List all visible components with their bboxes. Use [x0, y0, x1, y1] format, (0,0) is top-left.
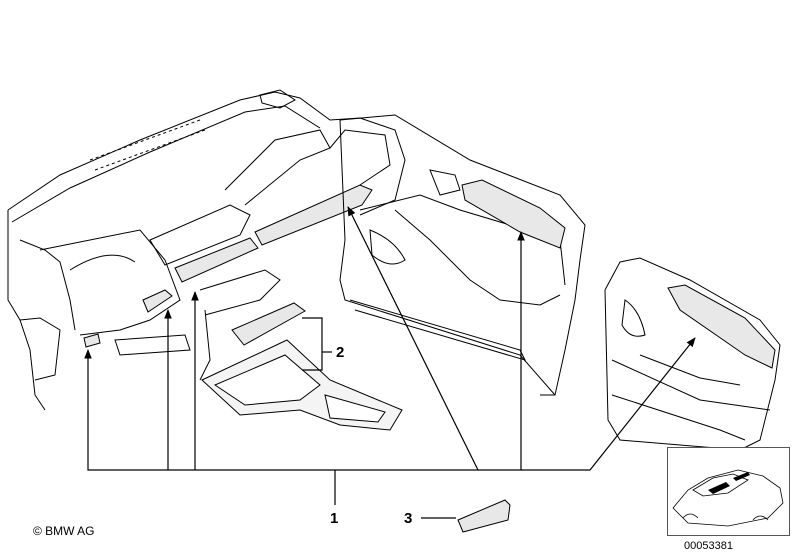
dashboard-trim-strips: [83, 184, 373, 348]
center-console-trim: [201, 302, 403, 431]
callout-2: 2: [336, 344, 344, 361]
dashboard-illustration: [7, 89, 406, 411]
copyright-text: © BMW AG: [33, 524, 95, 538]
front-door-trim-strip: [461, 179, 566, 249]
loose-trim-piece: [457, 499, 511, 533]
rear-door-panel: [604, 257, 781, 451]
callout-1: 1: [330, 510, 338, 527]
part-number: 00053381: [684, 540, 733, 552]
car-location-thumbnail-icon: [667, 447, 790, 536]
callout-3: 3: [404, 510, 412, 527]
front-door-panel: [339, 114, 586, 396]
leader-lines: [84, 206, 696, 519]
rear-door-trim-strip: [667, 284, 776, 369]
